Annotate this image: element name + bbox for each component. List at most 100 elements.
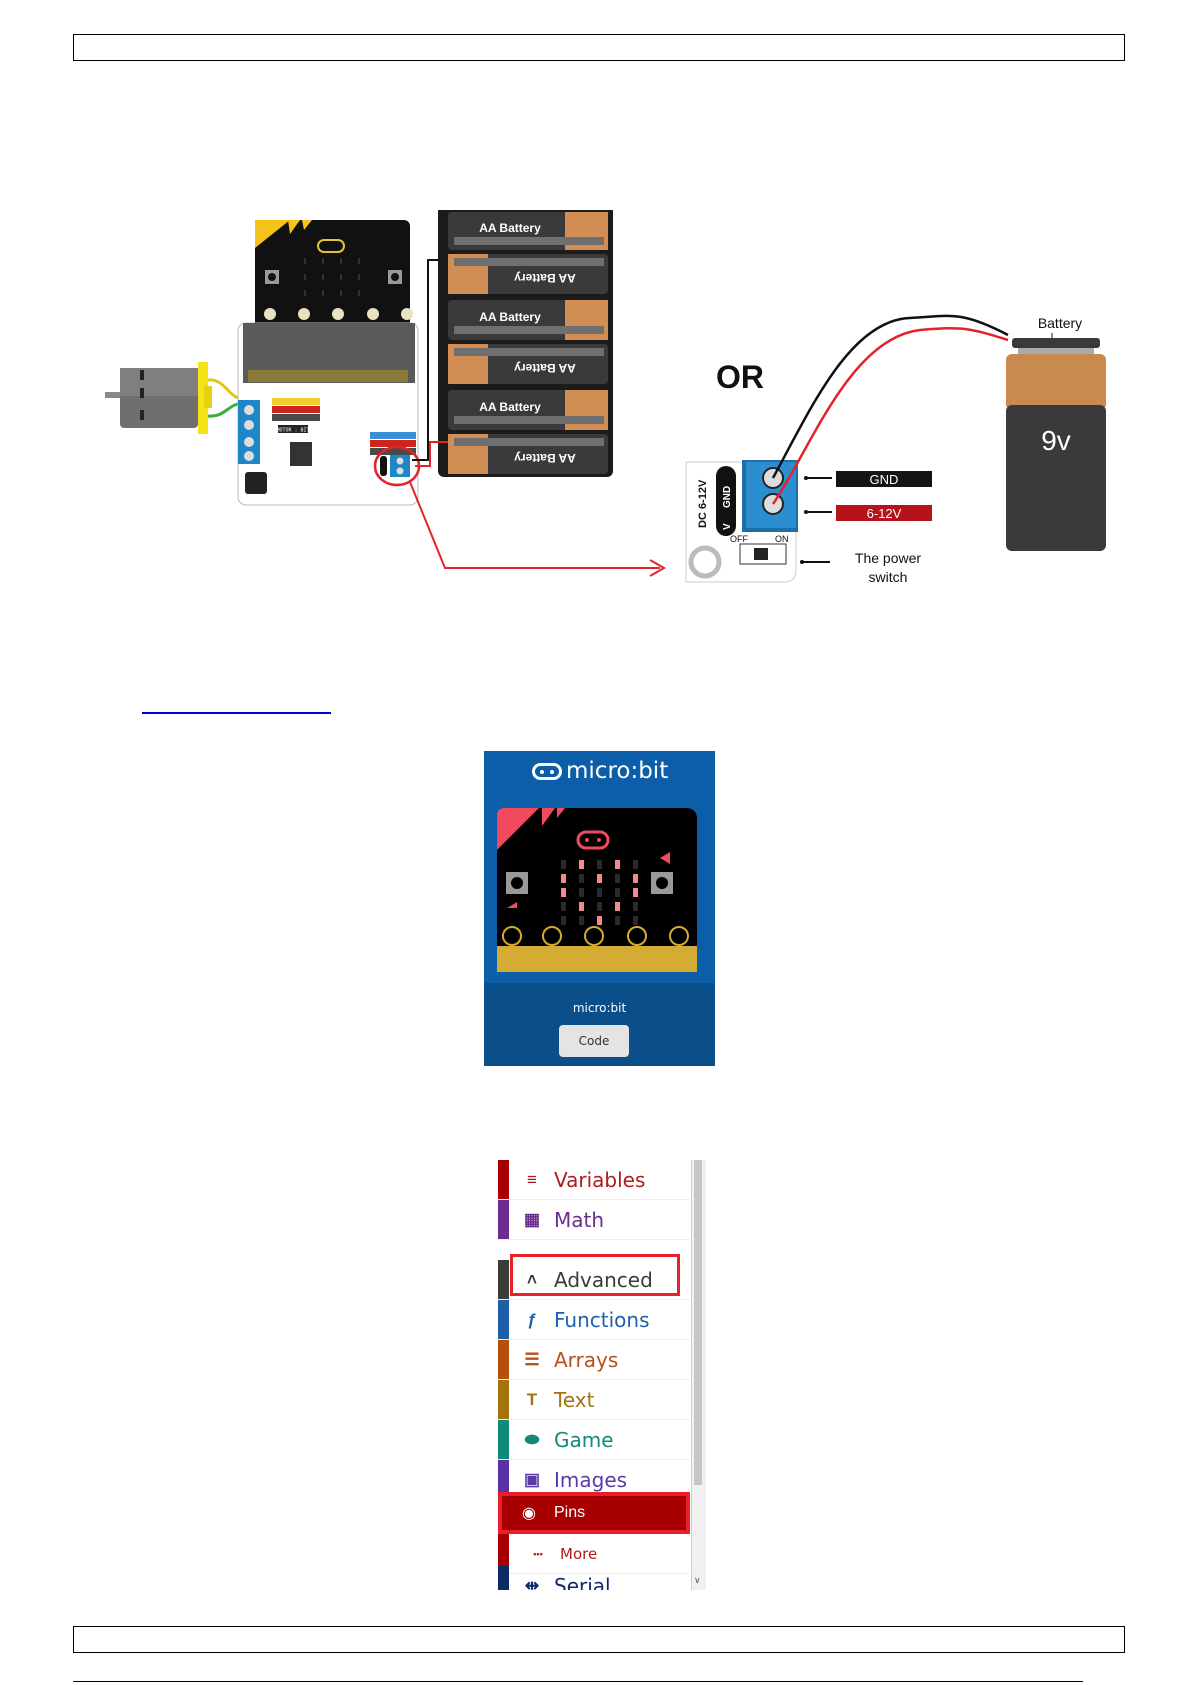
dc-motor <box>105 362 212 434</box>
toolbox-item-text[interactable]: T Text <box>498 1380 690 1420</box>
switch-callout-line2: switch <box>869 569 908 585</box>
page-header-box <box>73 34 1125 61</box>
toolbox-item-arrays[interactable]: ☰Arrays <box>498 1340 690 1380</box>
microbit-logo: micro:bit <box>532 756 668 786</box>
aa-battery-2: AA Battery <box>448 254 608 294</box>
led-off <box>579 874 584 883</box>
led-on <box>561 874 566 883</box>
microbit-device-card[interactable]: micro:bit micro:bit Code <box>484 751 715 1066</box>
led-matrix <box>561 860 638 925</box>
led-off <box>633 902 638 911</box>
toolbox-item-label: Functions <box>554 1307 650 1332</box>
toolbox-item-label: Variables <box>554 1167 646 1192</box>
gamepad-icon: ⬬ <box>524 1429 540 1449</box>
device-name: micro:bit <box>572 1001 627 1015</box>
toolbox-item-label: Arrays <box>554 1347 619 1372</box>
toolbox-item-serial[interactable]: ⇹ Serial <box>498 1566 690 1590</box>
aa-battery-holder: AA Battery AA Battery AA Battery AA Batt… <box>438 210 613 477</box>
toolbox-item-more[interactable]: ••• More <box>498 1534 690 1574</box>
toolbox-item-label: Game <box>554 1427 614 1452</box>
or-label: OR <box>716 359 764 395</box>
toolbox-item-images[interactable]: ▣ Images <box>498 1460 690 1500</box>
toolbox-item-math[interactable]: ▦Math <box>498 1200 690 1240</box>
led-off <box>597 860 602 869</box>
led-on <box>615 902 620 911</box>
toolbox-item-game[interactable]: ⬬ Game <box>498 1420 690 1460</box>
microbit-card-footer: micro:bit Code <box>484 983 715 1066</box>
power-module: DC 6-12V GND V OFF ON <box>685 460 798 583</box>
toolbox-item-label: More <box>560 1544 598 1563</box>
aa-battery-6: AA Battery <box>448 434 608 474</box>
led-on <box>597 916 602 925</box>
svg-text:V: V <box>722 523 733 530</box>
board-silkscreen: MOTOR : BIT <box>276 428 309 434</box>
gnd-tag: GND <box>870 472 899 487</box>
text-icon: T <box>526 1389 538 1409</box>
svg-text:AA Battery: AA Battery <box>479 221 541 235</box>
toolbox-item-label: Serial <box>554 1573 611 1591</box>
toolbox-item-advanced[interactable]: ˄Advanced <box>498 1260 690 1300</box>
pin-circle-icon: ◉ <box>522 1505 536 1522</box>
category-color-bar <box>498 1566 509 1590</box>
led-off <box>615 874 620 883</box>
aa-battery-3: AA Battery <box>448 300 608 340</box>
scrollbar-thumb[interactable] <box>694 1160 702 1485</box>
toolbox-item-pins[interactable]: ◉ Pins <box>498 1492 690 1534</box>
led-off <box>597 888 602 897</box>
makecode-toolbox: ≡Variables▦Math ˄Advanced ƒ Functions ☰Array… <box>498 1160 706 1590</box>
9v-battery: Battery 9v <box>1006 315 1106 551</box>
led-off <box>615 888 620 897</box>
battery-title: Battery <box>1038 315 1082 331</box>
led-on <box>597 874 602 883</box>
advanced-highlight-box <box>510 1254 680 1296</box>
usb-icon: ⇹ <box>524 1575 540 1591</box>
battery-voltage: 9v <box>1041 425 1071 456</box>
svg-text:AA Battery: AA Battery <box>479 400 541 414</box>
led-off <box>561 860 566 869</box>
svg-text:AA Battery: AA Battery <box>479 310 541 324</box>
toolbox-item-label: Text <box>554 1387 595 1412</box>
voltage-tag: 6-12V <box>867 506 902 521</box>
toolbox-scrollbar[interactable]: ∨ <box>691 1160 706 1590</box>
function-icon: ƒ <box>527 1309 537 1329</box>
led-off <box>579 916 584 925</box>
hyperlink[interactable] <box>142 700 331 714</box>
category-color-bar <box>498 1420 509 1459</box>
more-dots-icon: ••• <box>533 1548 543 1559</box>
image-icon: ▣ <box>523 1469 541 1489</box>
led-on <box>633 874 638 883</box>
led-off <box>633 916 638 925</box>
led-off <box>561 916 566 925</box>
calculator-icon: ▦ <box>523 1209 541 1229</box>
led-on <box>615 860 620 869</box>
category-color-bar <box>498 1534 509 1573</box>
aa-battery-4: AA Battery <box>448 344 608 384</box>
category-color-bar <box>498 1260 509 1299</box>
category-color-bar <box>498 1460 509 1499</box>
toolbox-item-label: Advanced <box>554 1267 653 1292</box>
switch-callout-line1: The power <box>855 550 921 566</box>
toolbox-item-functions[interactable]: ƒ Functions <box>498 1300 690 1340</box>
category-color-bar <box>498 1160 509 1199</box>
svg-text:GND: GND <box>722 486 733 508</box>
code-button[interactable]: Code <box>559 1025 629 1057</box>
aa-battery-1: AA Battery <box>448 212 608 250</box>
toolbox-item-variables[interactable]: ≡Variables <box>498 1160 690 1200</box>
microbit-logo-text: micro:bit <box>566 758 669 784</box>
led-off <box>579 888 584 897</box>
toolbox-item-label: Images <box>554 1467 628 1492</box>
toolbox-item-label: Pins <box>554 1504 586 1521</box>
svg-text:ON: ON <box>775 534 789 544</box>
microbit-logo-icon <box>532 762 562 780</box>
category-color-bar <box>498 1380 509 1419</box>
led-off <box>615 916 620 925</box>
footer-rule <box>73 1681 1083 1682</box>
led-off <box>561 902 566 911</box>
category-color-bar <box>498 1300 509 1339</box>
microbit-board-image <box>497 808 697 972</box>
category-color-bar <box>498 1340 509 1379</box>
led-on <box>633 888 638 897</box>
category-color-bar <box>498 1200 509 1239</box>
scroll-down-icon[interactable]: ∨ <box>694 1575 701 1585</box>
led-on <box>579 902 584 911</box>
